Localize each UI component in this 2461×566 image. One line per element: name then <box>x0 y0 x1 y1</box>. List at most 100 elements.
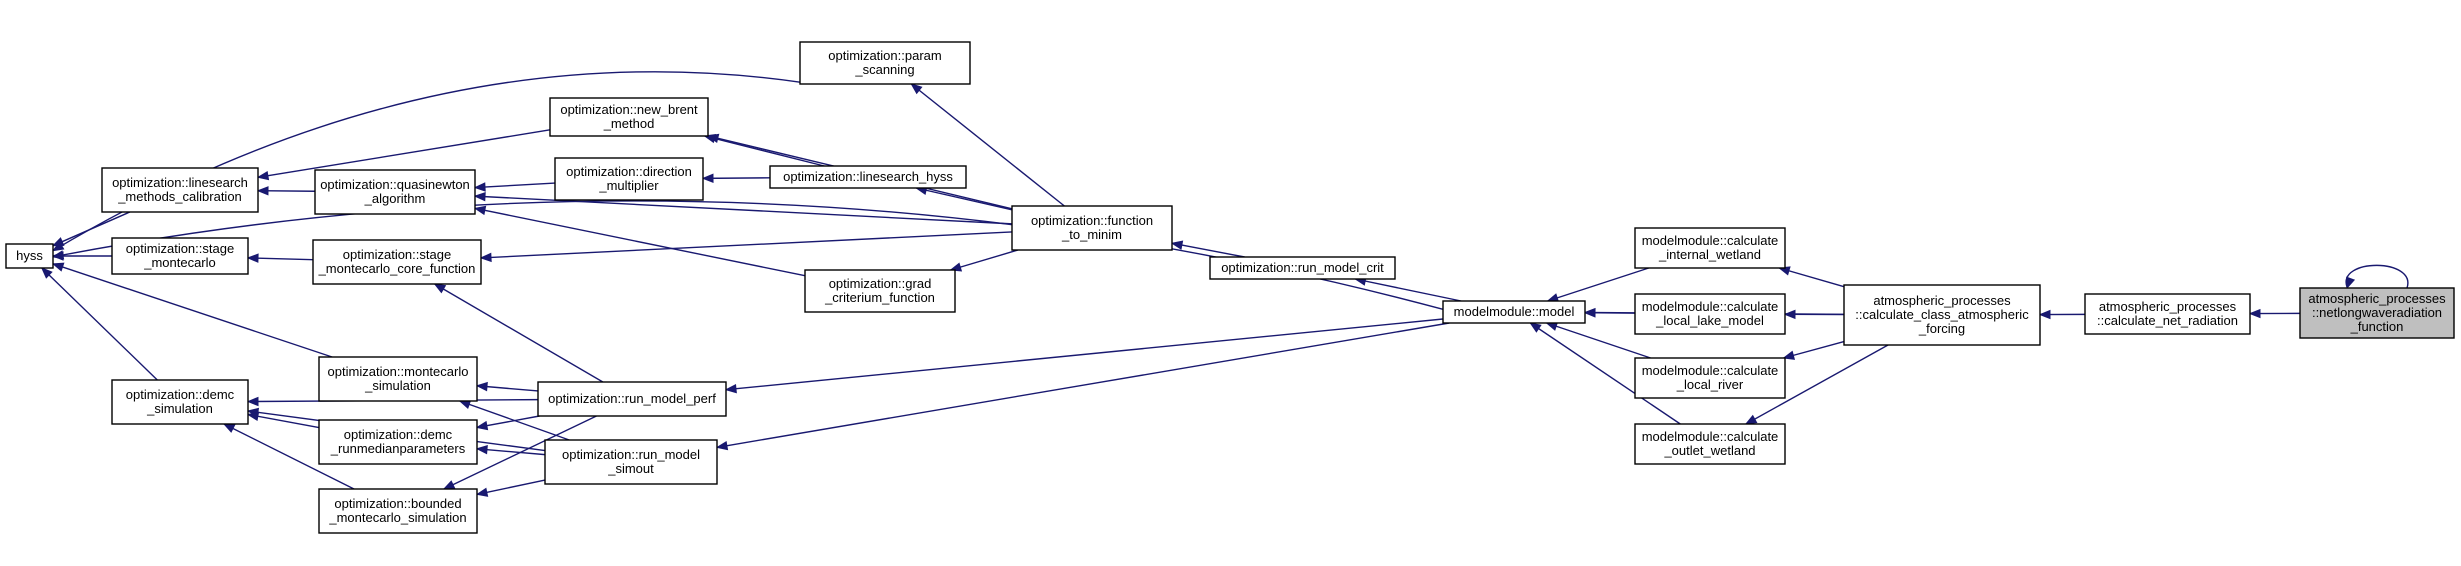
node-brent[interactable]: optimization::new_brent_method <box>549 97 709 137</box>
node-perf[interactable]: optimization::run_model_perf <box>537 381 727 417</box>
node-box <box>312 239 482 285</box>
node-hyss[interactable]: hyss <box>5 243 54 269</box>
edge-net_rad-to-class_forcing <box>2038 309 2086 320</box>
node-label: _simulation <box>146 401 213 416</box>
edge-lshyss-to-dirmul <box>701 173 771 184</box>
edge-arrowhead <box>701 173 714 184</box>
node-box <box>314 169 476 215</box>
node-class-forcing[interactable]: atmospheric_processes::calculate_class_a… <box>1843 284 2041 346</box>
node-box <box>5 243 54 269</box>
node-dirmul[interactable]: optimization::direction_multiplier <box>554 157 704 201</box>
node-label: ::calculate_net_radiation <box>2097 313 2238 328</box>
node-label: _internal_wetland <box>1658 247 1761 262</box>
node-box <box>554 157 704 201</box>
edge-arrowhead <box>1783 309 1796 320</box>
node-quasi[interactable]: optimization::quasinewton_algorithm <box>314 169 476 215</box>
node-label: ::calculate_class_atmospheric <box>1855 307 2029 322</box>
node-box <box>318 419 478 465</box>
edge-lake-to-model <box>1583 308 1636 318</box>
edge-line <box>2345 264 2409 289</box>
node-bounded[interactable]: optimization::bounded_montecarlo_simulat… <box>318 488 478 534</box>
node-box <box>1843 284 2041 346</box>
node-param[interactable]: optimization::param_scanning <box>799 41 971 85</box>
node-box <box>101 167 259 213</box>
node-label: modelmodule::calculate <box>1642 363 1779 378</box>
node-demc-run[interactable]: optimization::demc_runmedianparameters <box>318 419 478 465</box>
edge-arrowhead <box>475 444 488 455</box>
node-box <box>2084 293 2251 335</box>
edge-grad-to-quasi <box>473 205 806 277</box>
edge-arrowhead <box>246 253 259 263</box>
node-stage-core[interactable]: optimization::stage_montecarlo_core_func… <box>312 239 482 285</box>
edge-arrowhead <box>475 381 488 392</box>
edge-netlw-to-net_rad <box>2248 308 2301 319</box>
edge-dirmul-to-quasi <box>473 182 556 192</box>
edge-line <box>52 263 333 358</box>
node-label: hyss <box>16 248 43 263</box>
edge-simout-to-demc_run <box>475 444 546 456</box>
edge-perf-to-stage_core <box>433 283 604 383</box>
edge-arrowhead <box>442 480 456 490</box>
edge-line <box>459 400 570 441</box>
node-lake[interactable]: modelmodule::calculate_local_lake_model <box>1634 293 1786 335</box>
node-box <box>1209 256 1396 280</box>
node-grad[interactable]: optimization::grad_criterium_function <box>804 269 956 313</box>
node-net-rad[interactable]: atmospheric_processes::calculate_net_rad… <box>2084 293 2251 335</box>
edge-arrowhead <box>1529 322 1542 333</box>
edge-perf-to-demc_run <box>475 415 540 431</box>
node-layer: hyss optimization::linesearch_methods_cal… <box>5 41 2455 534</box>
node-box <box>1634 423 1786 465</box>
edge-internal-to-model <box>1546 267 1649 303</box>
edge-arrowhead <box>1170 240 1184 250</box>
node-fmin[interactable]: optimization::function_to_minim <box>1011 205 1173 251</box>
node-box <box>804 269 956 313</box>
edge-line <box>916 187 1013 211</box>
edge-model-to-simout <box>715 322 1450 451</box>
node-label: modelmodule::model <box>1454 304 1575 319</box>
node-stage-mc[interactable]: optimization::stage_montecarlo <box>111 237 249 275</box>
node-river[interactable]: modelmodule::calculate_local_river <box>1634 357 1786 399</box>
edge-arrowhead <box>715 440 729 451</box>
edge-arrowhead <box>473 182 486 192</box>
node-label: _criterium_function <box>824 290 935 305</box>
node-box <box>111 237 249 275</box>
edge-arrowhead <box>256 170 270 181</box>
edge-line <box>223 423 355 490</box>
edge-class_forcing-to-lake <box>1783 309 1845 320</box>
node-crit[interactable]: optimization::run_model_crit <box>1209 256 1396 280</box>
edge-arrowhead <box>910 83 923 95</box>
edge-arrowhead <box>949 262 963 272</box>
node-label: modelmodule::calculate <box>1642 299 1779 314</box>
edge-arrowhead <box>2248 308 2261 319</box>
node-label: optimization::demc <box>126 387 235 402</box>
node-mc-sim[interactable]: optimization::montecarlo_simulation <box>318 356 478 402</box>
node-label: _multiplier <box>598 178 659 193</box>
node-box <box>549 97 709 137</box>
node-box <box>1634 293 1786 335</box>
node-box <box>1634 357 1786 399</box>
node-label: optimization::run_model_crit <box>1221 260 1384 275</box>
node-label: atmospheric_processes <box>2308 291 2446 306</box>
node-outlet[interactable]: modelmodule::calculate_outlet_wetland <box>1634 423 1786 465</box>
node-label: optimization::new_brent <box>560 102 698 117</box>
edge-brent-to-ls_cal <box>256 129 551 181</box>
node-model[interactable]: modelmodule::model <box>1442 300 1586 324</box>
node-ls-cal[interactable]: optimization::linesearch_methods_calibra… <box>101 167 259 213</box>
node-label: optimization::bounded <box>334 496 461 511</box>
edge-arrowhead <box>433 283 447 294</box>
node-internal[interactable]: modelmodule::calculate_internal_wetland <box>1634 227 1786 269</box>
edge-arrowhead <box>222 423 236 433</box>
edge-arrowhead <box>458 400 472 409</box>
node-label: optimization::montecarlo <box>328 364 469 379</box>
node-label: atmospheric_processes <box>1873 293 2011 308</box>
edge-stage_mc-to-hyss <box>51 251 113 261</box>
node-box <box>544 439 718 485</box>
edge-line <box>1547 267 1649 302</box>
node-lshyss[interactable]: optimization::linesearch_hyss <box>769 165 967 189</box>
edge-arrowhead <box>1583 308 1596 318</box>
node-simout[interactable]: optimization::run_model_simout <box>544 439 718 485</box>
node-label: _montecarlo <box>143 255 216 270</box>
node-box <box>1634 227 1786 269</box>
node-demc-sim[interactable]: optimization::demc_simulation <box>111 379 249 425</box>
node-netlw[interactable]: atmospheric_processes::netlongwaveradiat… <box>2299 287 2455 339</box>
